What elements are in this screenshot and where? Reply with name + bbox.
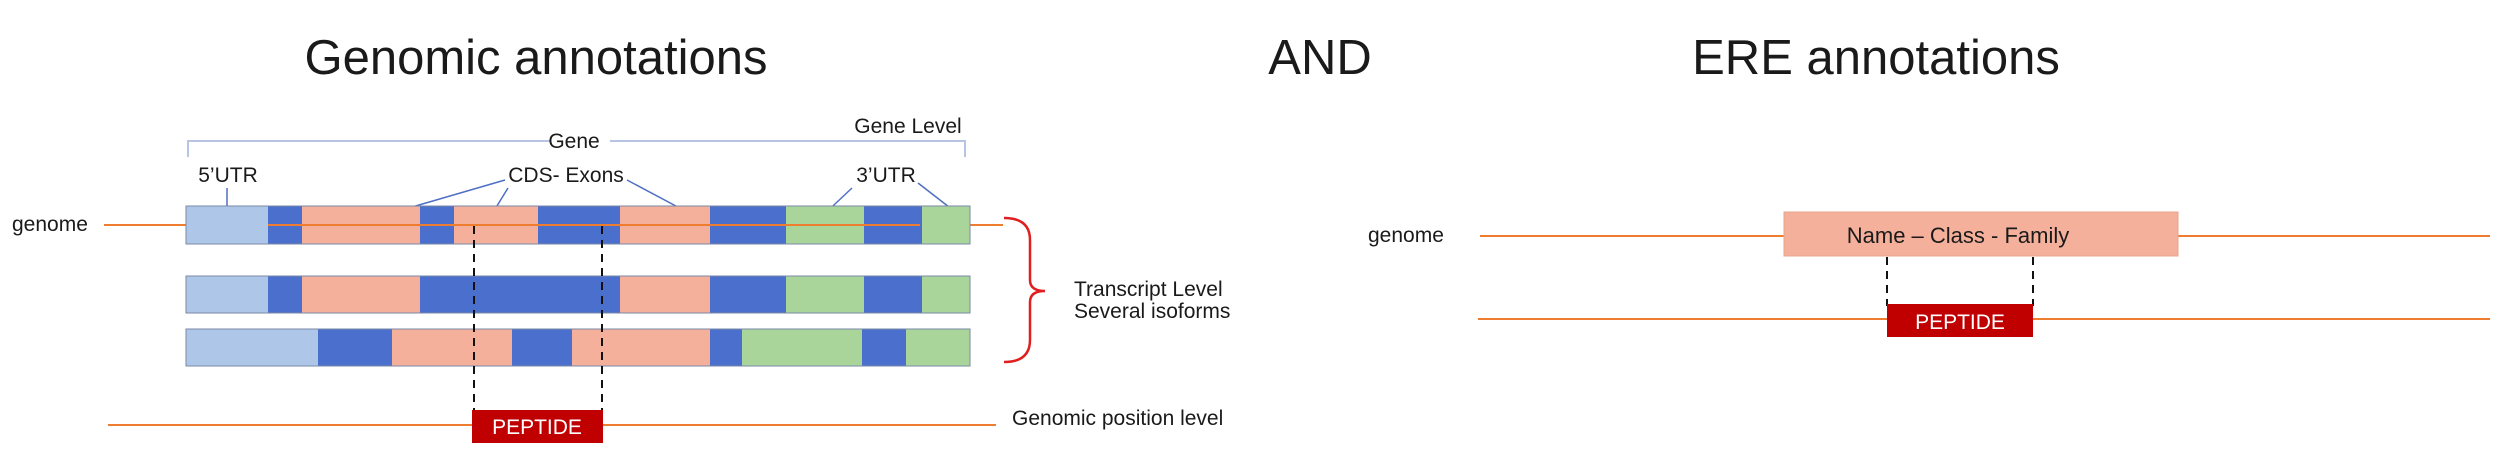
track-2-segment-3	[302, 276, 420, 313]
ere-box	[1783, 211, 2179, 257]
track-3-segment-1	[186, 329, 318, 366]
track-3-segment-6	[710, 329, 742, 366]
and-title: AND	[1268, 31, 1371, 85]
track-1-segment-1	[186, 206, 268, 244]
peptide-box-right	[1887, 304, 2033, 337]
genomic-position-level-label: Genomic position level	[1012, 407, 1223, 430]
utr3-label: 3’UTR	[856, 164, 916, 187]
track-3-segment-2	[318, 329, 392, 366]
cds-exons-label: CDS- Exons	[508, 164, 624, 187]
track-3-segment-7	[742, 329, 862, 366]
track-2-segment-2	[268, 276, 302, 313]
genome-label-left: genome	[12, 213, 88, 236]
track-3-segment-5	[572, 329, 710, 366]
gene-level-label: Gene Level	[854, 115, 961, 138]
track-1-outline	[185, 205, 971, 245]
transcript-level-label: Transcript Level	[1074, 278, 1223, 301]
track-2-segment-6	[710, 276, 786, 313]
track-1-segment-11	[922, 206, 970, 244]
track-3-segment-8	[862, 329, 906, 366]
several-isoforms-label: Several isoforms	[1074, 300, 1230, 323]
track-2-outline	[185, 275, 971, 314]
track-2-segment-9	[922, 276, 970, 313]
track-2-segment-5	[620, 276, 710, 313]
gene-label: Gene	[548, 130, 599, 153]
track-2-segment-1	[186, 276, 268, 313]
gene-bracket	[187, 140, 966, 157]
track-3-outline	[185, 328, 971, 367]
peptide-label-right: PEPTIDE	[1915, 311, 2005, 334]
genome-label-right: genome	[1368, 224, 1444, 247]
transcript-tracks	[185, 205, 971, 367]
track-3-segment-4	[512, 329, 572, 366]
peptide-box-left	[472, 410, 603, 443]
track-2-segment-4	[420, 276, 620, 313]
utr5-label: 5’UTR	[198, 164, 258, 187]
track-3-segment-9	[906, 329, 970, 366]
track-2-segment-7	[786, 276, 864, 313]
ere-box-label: Name – Class - Family	[1847, 223, 2069, 248]
ere-annotations-title: ERE annotations	[1692, 31, 2060, 85]
isoforms-brace	[1003, 216, 1046, 364]
track-3-segment-3	[392, 329, 512, 366]
track-2-segment-8	[864, 276, 922, 313]
peptide-label-left: PEPTIDE	[492, 416, 582, 439]
genomic-annotations-title: Genomic annotations	[304, 31, 767, 85]
